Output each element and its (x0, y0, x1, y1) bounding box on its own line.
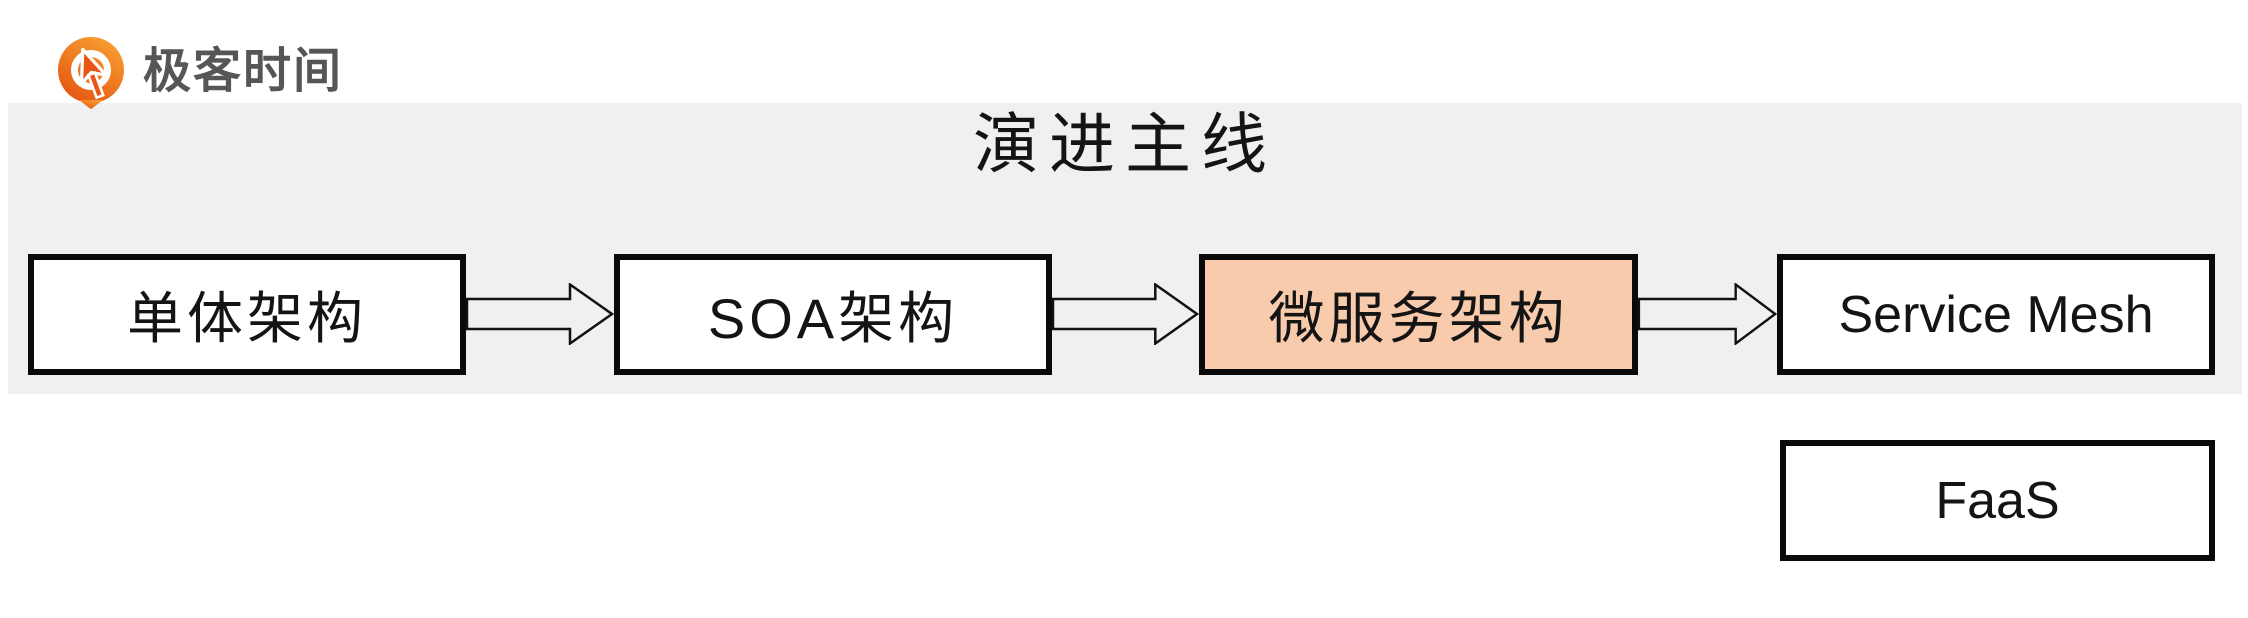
node-monolith: 单体架构 (28, 254, 466, 375)
node-soa: SOA架构 (614, 254, 1052, 375)
arrow-right-icon-monolith-to-soa (466, 283, 614, 345)
node-service-mesh-label: Service Mesh (1838, 285, 2154, 344)
node-soa-label: SOA架构 (707, 287, 959, 350)
brand-name: 极客时间 (143, 45, 344, 98)
geektime-logo-icon (53, 34, 129, 110)
brand-logo: 极客时间 (53, 34, 343, 110)
arrow-right-icon-microservice-to-servicemesh (1638, 283, 1777, 345)
node-faas-label: FaaS (1935, 471, 2060, 530)
diagram-title: 演进主线 (973, 109, 1277, 182)
node-monolith-label: 单体架构 (127, 287, 367, 350)
node-microservice-label: 微服务架构 (1268, 287, 1569, 350)
node-faas: FaaS (1780, 440, 2215, 561)
node-microservice: 微服务架构 (1199, 254, 1638, 375)
node-service-mesh: Service Mesh (1777, 254, 2215, 375)
arrow-right-icon-soa-to-microservice (1052, 283, 1199, 345)
